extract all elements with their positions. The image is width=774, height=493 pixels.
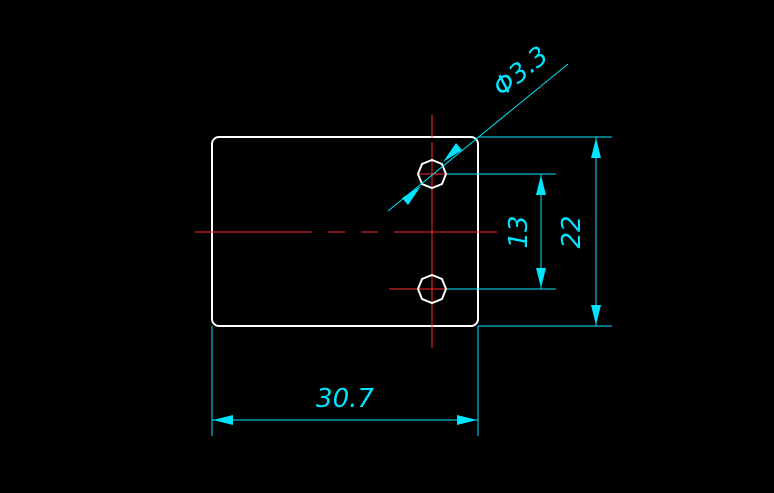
arrowhead	[213, 415, 233, 425]
hole-bottom	[416, 273, 448, 305]
width-dimension-text: 30.7	[316, 384, 374, 414]
hole-diameter-dimension-text: Φ3.3	[488, 41, 555, 103]
holes	[416, 158, 448, 305]
arrowhead	[536, 268, 546, 288]
centerlines	[195, 115, 497, 348]
arrowhead	[591, 138, 601, 158]
arrowhead	[536, 175, 546, 195]
height-dimension-text: 22	[557, 215, 587, 248]
hole-top	[416, 158, 448, 190]
arrowhead	[402, 186, 421, 205]
dimensions	[211, 63, 612, 436]
arrowhead	[591, 305, 601, 325]
arrowhead	[443, 143, 462, 162]
arrowhead	[457, 415, 477, 425]
hole-spacing-dimension-text: 13	[504, 215, 534, 248]
diameter-leader-line	[387, 63, 569, 212]
arrowheads	[213, 138, 601, 425]
